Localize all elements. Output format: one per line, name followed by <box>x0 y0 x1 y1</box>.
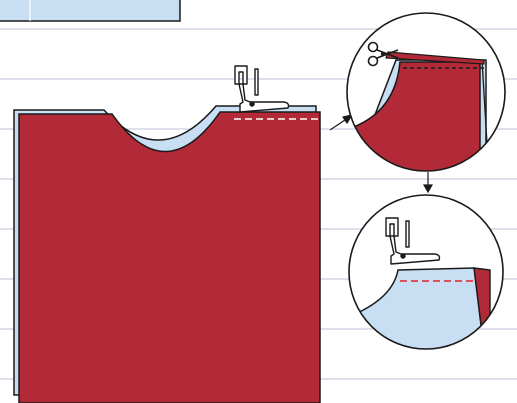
trimmed-seam-strip <box>385 51 485 65</box>
sew-fabric-lining <box>349 267 485 349</box>
presser-foot-icon <box>234 65 290 113</box>
detail-circle-trim <box>346 12 506 172</box>
fabric-front-layer <box>18 111 321 403</box>
arrow-icon <box>422 172 434 194</box>
presser-foot-icon <box>385 217 441 265</box>
detail-circle-sew <box>348 194 504 350</box>
trim-fabric-front <box>347 61 481 171</box>
scissors-icon <box>367 41 399 67</box>
label-box <box>0 0 181 22</box>
arrow-icon <box>329 114 354 131</box>
